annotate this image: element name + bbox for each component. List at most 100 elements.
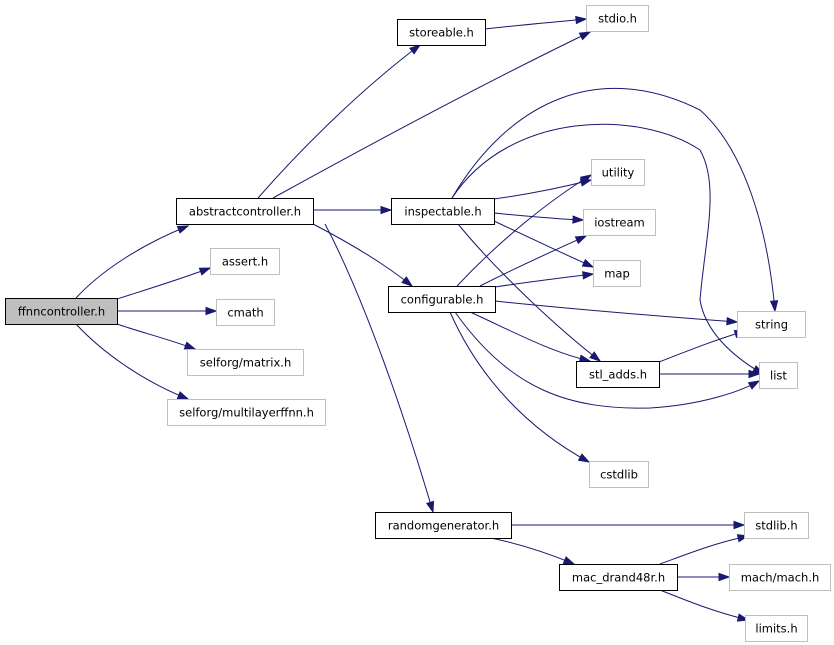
node-label: utility [602, 166, 635, 180]
edge-configurable-to-cstdlib [449, 311, 591, 463]
edge-ffnncontroller-to-cmath [117, 306, 218, 316]
arrowhead [198, 267, 212, 276]
node-label: stl_adds.h [589, 368, 647, 382]
arrowhead [748, 369, 761, 379]
edge-line [493, 179, 592, 200]
node-label: selforg/matrix.h [200, 356, 291, 370]
edge-abstractcontroller-to-storeable [257, 44, 422, 199]
node-label: mac_drand48r.h [572, 571, 665, 585]
node-box [388, 286, 496, 313]
node-label: selforg/multilayerffnn.h [179, 406, 314, 420]
arrowhead [718, 572, 731, 582]
edge-inspectable-to-utility [493, 178, 593, 200]
node-stl_adds[interactable]: stl_adds.h [576, 361, 660, 388]
edge-ffnncontroller-to-abstractcontroller [75, 225, 190, 299]
edge-line [451, 123, 764, 375]
node-mach: mach/mach.h [729, 564, 831, 591]
node-box [759, 362, 798, 389]
node-ffnncontroller[interactable]: ffnncontroller.h [5, 298, 118, 325]
edge-ffnncontroller-to-multilayerffnn [75, 323, 190, 400]
edge-stl_adds-to-list [659, 369, 761, 379]
node-cstdlib: cstdlib [589, 461, 649, 488]
node-box [744, 512, 809, 539]
arrowhead [176, 225, 190, 234]
arrowhead [578, 31, 592, 41]
node-mac_drand48r[interactable]: mac_drand48r.h [559, 564, 678, 591]
node-iostream: iostream [583, 209, 656, 236]
arrowhead [409, 44, 422, 55]
edge-line [449, 311, 590, 463]
arrowhead [176, 391, 190, 400]
node-box [583, 209, 656, 236]
node-box [745, 615, 808, 642]
edge-line [75, 323, 189, 400]
edge-configurable-to-iostream [479, 235, 588, 287]
edge-line [479, 235, 587, 287]
node-label: assert.h [222, 255, 268, 269]
arrowhead [183, 341, 197, 350]
node-box [210, 248, 280, 275]
edge-stl_adds-to-string [658, 330, 747, 363]
node-label: list [770, 369, 787, 383]
node-limits: limits.h [745, 615, 808, 642]
edge-line [312, 223, 413, 287]
edge-line [116, 323, 196, 350]
edge-line [272, 31, 591, 199]
node-configurable[interactable]: configurable.h [388, 286, 496, 313]
node-label: map [604, 267, 630, 281]
node-label: abstractcontroller.h [189, 205, 301, 219]
node-inspectable[interactable]: inspectable.h [391, 198, 495, 225]
edge-mac_drand48r-to-limits [659, 589, 750, 622]
edge-configurable-to-stl_adds [469, 311, 592, 363]
edge-inspectable-to-string [451, 88, 779, 313]
node-list: list [759, 362, 798, 389]
node-stdlib: stdlib.h [744, 512, 809, 539]
edge-abstractcontroller-to-inspectable [313, 205, 393, 215]
arrowhead [575, 15, 588, 25]
node-randomgenerator[interactable]: randomgenerator.h [375, 512, 512, 539]
node-label: iostream [594, 216, 645, 230]
node-box [391, 198, 495, 225]
node-stdio: stdio.h [586, 5, 649, 32]
node-box [375, 512, 512, 539]
edge-storeable-to-stdio [484, 15, 588, 30]
node-label: string [755, 318, 788, 332]
node-label: inspectable.h [404, 205, 481, 219]
node-box [397, 19, 486, 46]
edge-mac_drand48r-to-mach [677, 572, 731, 582]
node-box [589, 461, 649, 488]
edge-randomgenerator-to-stdlib [511, 520, 746, 530]
edge-line [257, 44, 421, 199]
edge-line [75, 225, 189, 299]
arrowhead [726, 317, 739, 326]
edge-randomgenerator-to-mac_drand48r [490, 537, 576, 565]
node-storeable[interactable]: storeable.h [397, 19, 486, 46]
node-abstractcontroller[interactable]: abstractcontroller.h [176, 198, 314, 225]
node-assert: assert.h [210, 248, 280, 275]
edge-inspectable-to-iostream [493, 212, 585, 224]
node-multilayerffnn: selforg/multilayerffnn.h [167, 399, 326, 426]
edge-inspectable-to-stl_adds [457, 223, 602, 362]
node-label: storeable.h [409, 26, 474, 40]
arrowhead [562, 556, 576, 565]
node-box [167, 399, 326, 426]
edge-configurable-to-list [454, 311, 761, 409]
edge-configurable-to-string [494, 300, 739, 326]
edge-line [451, 88, 776, 312]
node-box [5, 298, 118, 325]
edge-line [493, 220, 594, 268]
node-box [187, 349, 304, 376]
arrowhead [425, 500, 435, 514]
node-label: mach/mach.h [741, 571, 820, 585]
node-label: cmath [227, 306, 263, 320]
edge-abstractcontroller-to-configurable [312, 223, 414, 287]
edge-mac_drand48r-to-stdlib [659, 534, 750, 565]
arrowhead [582, 271, 595, 280]
edges-layer [75, 15, 779, 622]
edge-configurable-to-utility [456, 174, 593, 287]
edge-line [456, 174, 592, 287]
node-box [559, 564, 678, 591]
edge-line [659, 535, 749, 565]
arrowhead [205, 306, 218, 316]
